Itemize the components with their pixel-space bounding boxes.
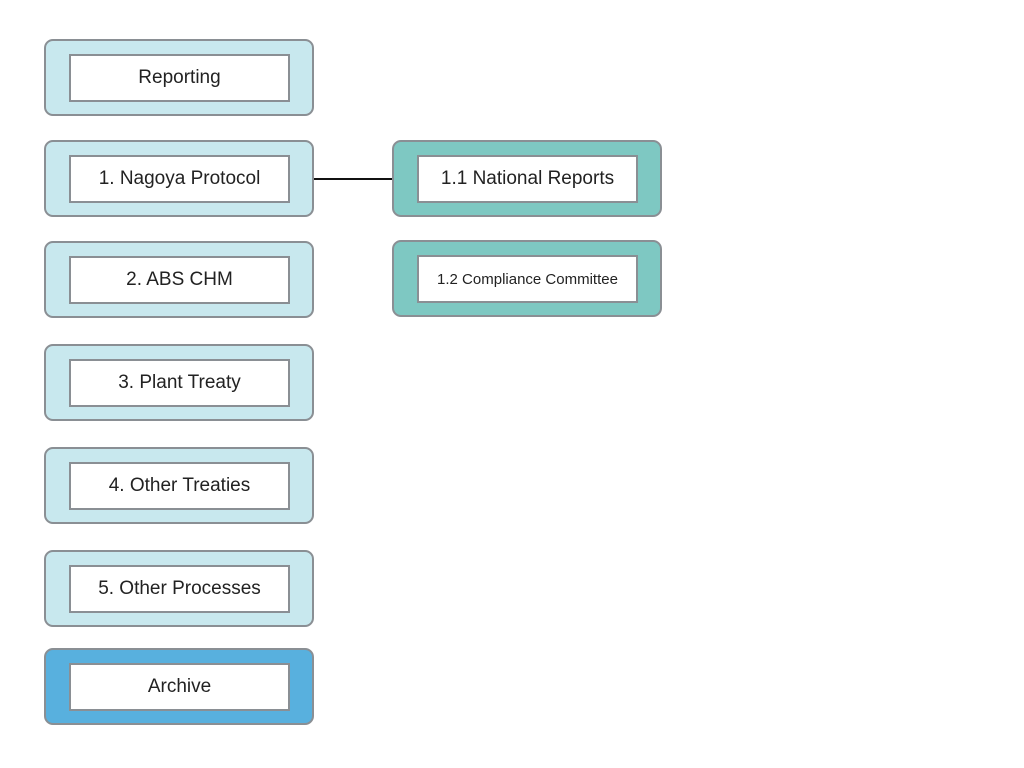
- nagoya-to-national-reports-connector: [314, 178, 392, 180]
- abs-chm-node[interactable]: 2. ABS CHM: [44, 241, 314, 318]
- nagoya-protocol-node[interactable]: 1. Nagoya Protocol: [44, 140, 314, 217]
- compliance-committee-node[interactable]: 1.2 Compliance Committee: [392, 240, 662, 317]
- national-reports-label: 1.1 National Reports: [417, 155, 638, 203]
- national-reports-node[interactable]: 1.1 National Reports: [392, 140, 662, 217]
- plant-treaty-node[interactable]: 3. Plant Treaty: [44, 344, 314, 421]
- compliance-committee-label: 1.2 Compliance Committee: [417, 255, 638, 303]
- other-processes-node[interactable]: 5. Other Processes: [44, 550, 314, 627]
- reporting-label: Reporting: [69, 54, 290, 102]
- archive-node[interactable]: Archive: [44, 648, 314, 725]
- reporting-node[interactable]: Reporting: [44, 39, 314, 116]
- other-treaties-node[interactable]: 4. Other Treaties: [44, 447, 314, 524]
- abs-chm-label: 2. ABS CHM: [69, 256, 290, 304]
- plant-treaty-label: 3. Plant Treaty: [69, 359, 290, 407]
- other-treaties-label: 4. Other Treaties: [69, 462, 290, 510]
- archive-label: Archive: [69, 663, 290, 711]
- other-processes-label: 5. Other Processes: [69, 565, 290, 613]
- nagoya-protocol-label: 1. Nagoya Protocol: [69, 155, 290, 203]
